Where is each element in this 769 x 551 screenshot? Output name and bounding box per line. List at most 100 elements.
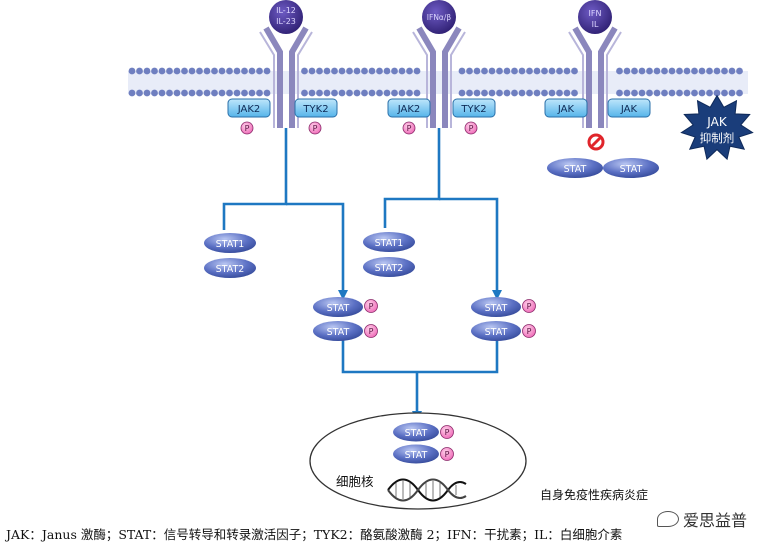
receptor-chain-right bbox=[289, 26, 309, 128]
membrane-lipid-head bbox=[151, 67, 158, 75]
membrane-lipid-head bbox=[676, 67, 683, 75]
phospho-badge bbox=[440, 447, 454, 461]
receptor-ifn-il-inhibited: IFN IL JAK JAK STAT STAT bbox=[544, 0, 659, 178]
membrane-lipid-head bbox=[616, 89, 623, 97]
arrow-receptor2-branch bbox=[383, 128, 441, 228]
membrane-lipid-head bbox=[473, 89, 481, 97]
svg-text:STAT1: STAT1 bbox=[375, 238, 404, 249]
membrane-lipid-head bbox=[316, 89, 323, 97]
membrane-lipid-head bbox=[473, 67, 481, 75]
block-icon bbox=[587, 133, 605, 151]
svg-text:TYK2: TYK2 bbox=[302, 104, 328, 115]
membrane-lipid-head bbox=[128, 67, 136, 75]
membrane-lipid-head bbox=[203, 89, 211, 97]
membrane-lipid-head bbox=[383, 67, 391, 75]
membrane-lipid-head bbox=[706, 89, 713, 97]
membrane-lipid-head bbox=[361, 67, 368, 75]
stat2 bbox=[204, 258, 256, 278]
membrane-lipid-head bbox=[698, 89, 706, 97]
membrane-lipid-head bbox=[353, 67, 361, 75]
ligand-ifn-alpha-beta bbox=[422, 0, 456, 34]
membrane-lipid-head bbox=[631, 89, 638, 97]
membrane-lipid-head bbox=[353, 89, 361, 97]
stat-phospho bbox=[471, 297, 521, 317]
phospho-badge bbox=[364, 299, 378, 313]
membrane-lipid-head bbox=[616, 67, 623, 75]
stat-phospho bbox=[313, 321, 363, 341]
membrane-lipid-head bbox=[136, 89, 143, 97]
membrane-lipid-head bbox=[346, 89, 353, 97]
membrane-lipid-head bbox=[713, 67, 721, 75]
membrane-lipid-head bbox=[338, 89, 346, 97]
membrane-lipid-head bbox=[721, 67, 728, 75]
kinase-tyk2 bbox=[294, 98, 338, 118]
membrane-lipid-head bbox=[166, 89, 173, 97]
membrane-lipid-head bbox=[211, 89, 218, 97]
membrane-lipid-head bbox=[653, 67, 661, 75]
membrane-lipid-head bbox=[518, 67, 526, 75]
stat-pair-left: STAT1 STAT2 bbox=[204, 233, 256, 278]
membrane-lipid-head bbox=[406, 67, 413, 75]
membrane-lipid-head bbox=[563, 89, 571, 97]
membrane-lipid-head bbox=[248, 67, 256, 75]
membrane-lipid-head bbox=[188, 89, 196, 97]
ligand-label-2: IL bbox=[592, 20, 599, 29]
receptor-chain-left bbox=[263, 26, 283, 128]
membrane-lipid-head bbox=[256, 67, 263, 75]
svg-text:P: P bbox=[445, 450, 450, 459]
membrane-lipid-head bbox=[736, 67, 743, 75]
membrane-lipid-head bbox=[533, 89, 541, 97]
membrane-lipid-head bbox=[263, 67, 271, 75]
blocked-stat bbox=[547, 158, 603, 178]
membrane-lipid-head bbox=[571, 67, 578, 75]
membrane-lipid-head bbox=[503, 67, 511, 75]
kinase-jak2 bbox=[387, 98, 431, 118]
stat-phospho bbox=[471, 321, 521, 341]
membrane-lipid-head bbox=[151, 89, 158, 97]
membrane-lipid-head bbox=[736, 89, 743, 97]
nucleus-label: 细胞核 bbox=[336, 474, 374, 489]
svg-text:P: P bbox=[313, 124, 318, 133]
membrane-lipid-head bbox=[173, 67, 181, 75]
svg-text:STAT: STAT bbox=[564, 164, 587, 175]
phospho-badge bbox=[402, 121, 416, 135]
membrane-lipid-head bbox=[338, 67, 346, 75]
membrane-lipid-head bbox=[241, 67, 248, 75]
receptor-ifn-alpha-beta: IFNα/β JAK2 TYK2 P P bbox=[387, 0, 496, 135]
membrane-lipid-head bbox=[218, 67, 226, 75]
svg-text:P: P bbox=[469, 124, 474, 133]
membrane-lipid-head bbox=[391, 67, 398, 75]
membrane-lipid-head bbox=[383, 89, 391, 97]
membrane-lipid-head bbox=[301, 89, 308, 97]
blocked-stat bbox=[603, 158, 659, 178]
watermark: 爱思益普 bbox=[656, 507, 747, 531]
ligand-label-2: IL-23 bbox=[276, 17, 296, 26]
membrane-lipid-head bbox=[158, 89, 166, 97]
arrow-receptor1-to-stat bbox=[286, 202, 348, 300]
svg-text:STAT1: STAT1 bbox=[216, 239, 245, 250]
membrane-lipid-head bbox=[646, 67, 653, 75]
membrane-lipid-head bbox=[638, 67, 646, 75]
inhibitor-label-2: 抑制剂 bbox=[700, 131, 735, 145]
phospho-badge bbox=[464, 121, 478, 135]
watermark-text: 爱思益普 bbox=[682, 511, 747, 530]
membrane-lipid-head bbox=[256, 89, 263, 97]
disease-label: 自身免疫性疾病炎症 bbox=[540, 487, 648, 502]
membrane-lipid-head bbox=[533, 67, 541, 75]
membrane-lipid-head bbox=[661, 89, 668, 97]
svg-text:P: P bbox=[527, 302, 532, 311]
membrane-lipid-head bbox=[196, 67, 203, 75]
membrane-lipid-head bbox=[503, 89, 511, 97]
svg-text:JAK: JAK bbox=[557, 104, 575, 115]
stat-phospho bbox=[393, 444, 439, 464]
membrane-lipid-head bbox=[398, 67, 406, 75]
phospho-badge bbox=[364, 324, 378, 338]
membrane-lipid-head bbox=[376, 67, 383, 75]
membrane-lipid-head bbox=[556, 67, 563, 75]
membrane-lipid-head bbox=[721, 89, 728, 97]
dna-helix-icon bbox=[387, 478, 467, 502]
membrane-lipid-head bbox=[623, 67, 631, 75]
membrane-lipid-head bbox=[698, 67, 706, 75]
phospho-badge bbox=[308, 121, 322, 135]
